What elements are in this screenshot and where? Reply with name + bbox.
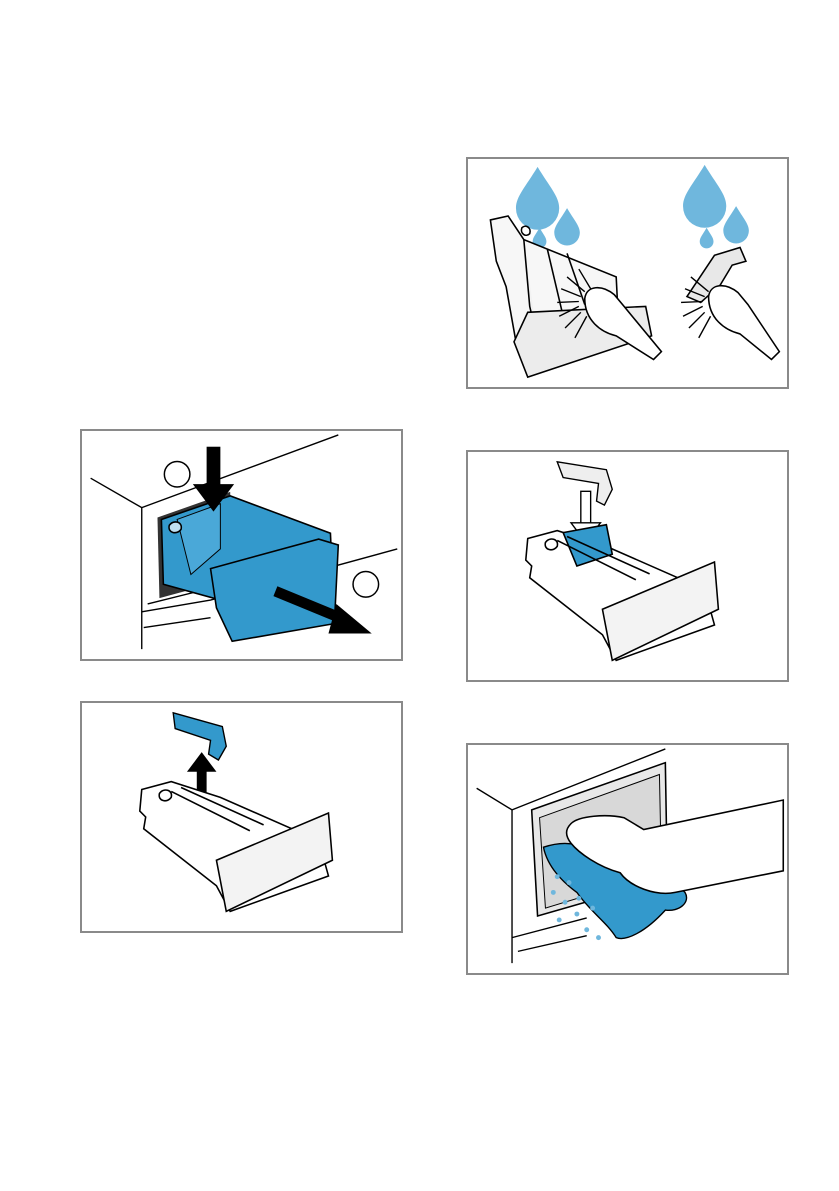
detergent-drawer — [526, 525, 719, 661]
detergent-drawer — [140, 782, 333, 912]
figure-wipe-compartment — [466, 743, 789, 975]
lift-insert-illustration — [82, 703, 401, 931]
water-drop-icon — [516, 167, 559, 230]
water-drop-icon — [723, 206, 749, 243]
step-marker-2 — [353, 572, 379, 598]
figure-lift-insert — [80, 701, 403, 933]
siphon-insert — [173, 713, 226, 760]
detergent-drawer — [161, 496, 338, 641]
figure-remove-drawer — [80, 429, 403, 661]
insert-insert-illustration — [468, 452, 787, 680]
step-marker-1 — [164, 461, 190, 487]
water-drop-icon — [683, 165, 726, 228]
hand-icon — [709, 286, 780, 360]
cleaning-illustration — [468, 159, 787, 387]
water-drop-icon — [700, 228, 714, 249]
figure-insert-insert — [466, 450, 789, 682]
figure-cleaning-drawer — [466, 157, 789, 389]
wipe-compartment-illustration — [468, 745, 787, 973]
remove-drawer-illustration — [82, 431, 401, 659]
